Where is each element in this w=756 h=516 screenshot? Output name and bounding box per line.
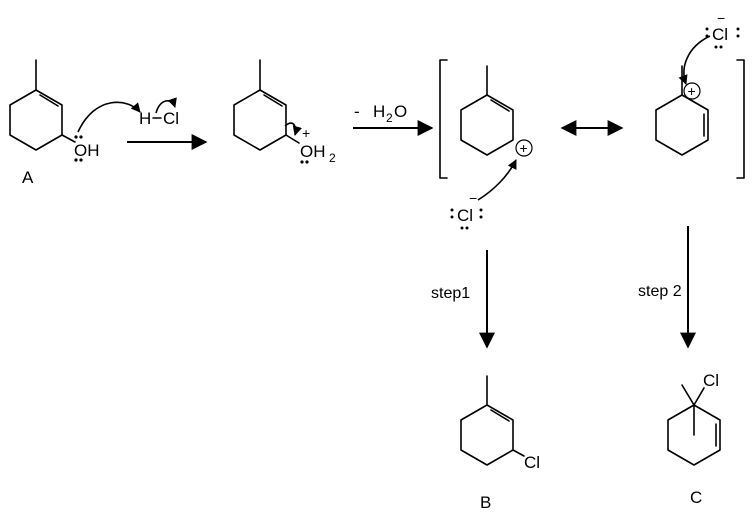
product-b: Cl B	[460, 375, 540, 512]
curly-arrow-o-to-h	[77, 101, 141, 133]
hydroxyl-label: OH	[74, 141, 100, 160]
protonated-alcohol: OH 2 +	[233, 59, 336, 165]
positive-charge-icon: +	[515, 139, 533, 157]
lone-pair-dots	[74, 135, 83, 162]
oxonium-label: OH	[300, 142, 326, 161]
chloride-anion-1: Cl −	[450, 190, 483, 230]
label-b: B	[480, 493, 491, 512]
hcl-cl-label: Cl	[163, 109, 179, 128]
minus-charge: −	[717, 10, 725, 26]
allylic-cation-1: +	[460, 65, 533, 157]
svg-text:-: -	[354, 102, 360, 121]
curly-arrow-cl-to-cation-1	[477, 159, 517, 201]
chlorine-label: Cl	[524, 453, 540, 472]
oxonium-subscript: 2	[329, 151, 336, 165]
svg-text:H: H	[373, 102, 385, 121]
allylic-cation-2: +	[655, 65, 709, 156]
svg-text:Cl: Cl	[712, 25, 728, 44]
label-a: A	[22, 168, 34, 187]
water-loss-label: - H 2 O	[354, 102, 407, 125]
product-c: Cl C	[667, 371, 721, 507]
minus-charge: −	[469, 190, 477, 206]
oxonium-charge: +	[302, 125, 310, 141]
chloride-anion-2: Cl −	[705, 10, 740, 49]
resonance-bracket	[439, 59, 745, 179]
step2-label: step 2	[638, 283, 682, 300]
hydrogen-chloride: H Cl	[139, 109, 179, 128]
curly-arrow-leaving-water	[284, 122, 302, 136]
label-c: C	[690, 488, 702, 507]
svg-text:O: O	[394, 102, 407, 121]
svg-text:+: +	[520, 140, 528, 156]
positive-charge-icon: +	[683, 82, 701, 100]
chlorine-label: Cl	[703, 371, 719, 390]
hcl-h-label: H	[139, 109, 151, 128]
lone-pair-dots	[300, 160, 309, 164]
svg-text:2: 2	[386, 111, 393, 125]
svg-text:+: +	[688, 83, 696, 99]
curly-arrow-cl-to-cation-2	[678, 35, 711, 85]
svg-text:Cl: Cl	[457, 206, 473, 225]
molecule-a: OH A	[9, 59, 100, 187]
curly-arrow-bond-to-cl	[155, 97, 177, 114]
step1-label: step1	[431, 285, 470, 302]
